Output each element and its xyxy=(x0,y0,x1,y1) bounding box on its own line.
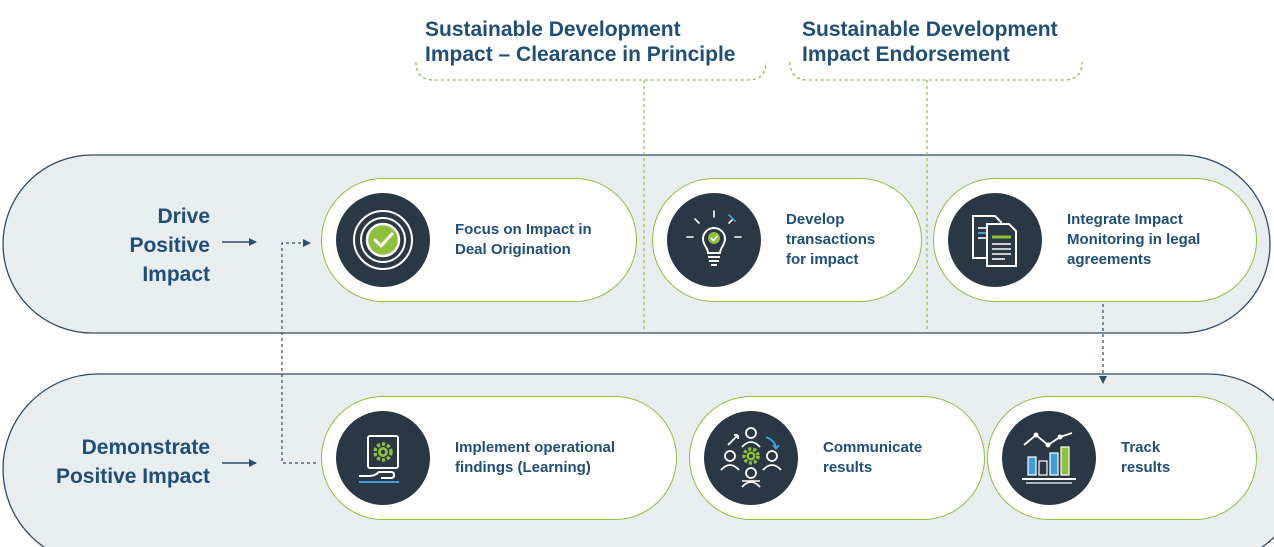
step-card-legal-agreements: Integrate Impact Monitoring in legal agr… xyxy=(933,178,1257,302)
step-text-line: Develop xyxy=(786,211,845,228)
step-text: Develop transactions for impact xyxy=(786,210,903,270)
row-label-line: Demonstrate xyxy=(81,436,210,459)
step-text-line: Communicate xyxy=(823,439,923,456)
step-text-line: findings (Learning) xyxy=(455,459,591,476)
lightbulb-icon xyxy=(667,193,761,287)
step-text-line: Track xyxy=(1121,439,1161,456)
row-label-line: Positive Impact xyxy=(55,465,210,488)
step-text-line: agreements xyxy=(1067,251,1152,268)
check-badge-icon xyxy=(336,193,430,287)
bar-chart-icon xyxy=(1002,411,1096,505)
step-text-line: for impact xyxy=(786,251,859,268)
step-card-develop-transactions: Develop transactions for impact xyxy=(652,178,922,302)
milestone-impact-endorsement: Sustainable Development Impact Endorseme… xyxy=(802,17,1058,67)
row-label-line: Drive xyxy=(157,205,210,228)
row-label-drive: Drive Positive Impact xyxy=(129,202,210,289)
milestone-line: Impact – Clearance in Principle xyxy=(425,43,736,66)
step-text: Focus on Impact in Deal Origination xyxy=(455,220,618,260)
step-text-line: Deal Origination xyxy=(455,241,571,258)
step-text-line: Monitoring in legal xyxy=(1067,231,1201,248)
milestone-line: Impact Endorsement xyxy=(802,43,1010,66)
step-text-line: Focus on Impact in xyxy=(455,221,592,238)
documents-icon xyxy=(948,193,1042,287)
step-text-line: results xyxy=(1121,459,1171,476)
step-card-communicate-results: Communicate results xyxy=(689,396,985,520)
step-card-track-results: Track results xyxy=(987,396,1257,520)
milestone-bracket-1 xyxy=(415,61,767,81)
gear-hand-icon xyxy=(336,411,430,505)
step-text-line: transactions xyxy=(786,231,876,248)
milestone-bracket-2 xyxy=(789,61,1083,81)
step-text-line: results xyxy=(823,459,873,476)
milestone-clearance-in-principle: Sustainable Development Impact – Clearan… xyxy=(425,17,735,67)
step-card-deal-origination: Focus on Impact in Deal Origination xyxy=(321,178,637,302)
milestone-line: Sustainable Development xyxy=(802,18,1058,41)
step-text: Integrate Impact Monitoring in legal agr… xyxy=(1067,210,1238,270)
step-text: Track results xyxy=(1121,438,1238,478)
row-label-line: Positive xyxy=(129,234,210,257)
step-text-line: Implement operational xyxy=(455,439,616,456)
step-card-operational-findings: Implement operational findings (Learning… xyxy=(321,396,677,520)
step-text-line: Integrate Impact xyxy=(1067,211,1183,228)
people-network-icon xyxy=(704,411,798,505)
row-label-demonstrate: Demonstrate Positive Impact xyxy=(56,433,210,491)
step-text: Communicate results xyxy=(823,438,966,478)
milestone-line: Sustainable Development xyxy=(425,18,681,41)
feedback-loop-connector xyxy=(281,239,316,464)
row-label-line: Impact xyxy=(142,263,210,286)
step-text: Implement operational findings (Learning… xyxy=(455,438,658,478)
